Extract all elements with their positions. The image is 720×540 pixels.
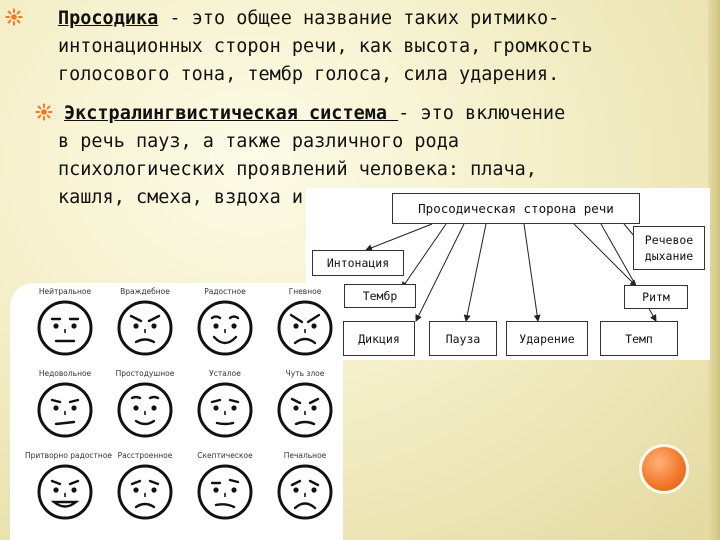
node-label: Речевое xyxy=(644,233,694,247)
face-cell: Печальное xyxy=(265,451,345,521)
bullet-item-extralinguistic: Экстралингвистическая система - это вклю… xyxy=(58,100,698,212)
happy-face-icon xyxy=(197,300,253,356)
face-cell: Недовольное xyxy=(25,369,105,439)
tired-face-icon xyxy=(197,382,253,438)
node-stress: Ударение xyxy=(506,321,588,356)
fake-happy-face-icon xyxy=(37,464,93,520)
line: голосового тона, тембр голоса, сила удар… xyxy=(58,64,560,85)
node-diction: Дикция xyxy=(343,321,415,356)
right-edge-band xyxy=(708,0,720,540)
node-pause: Пауза xyxy=(429,321,497,356)
term-prosody: Просодика xyxy=(58,8,159,29)
orange-circle-decoration xyxy=(642,447,686,491)
neutral-face-icon xyxy=(37,300,93,356)
line: - это включение xyxy=(398,103,566,124)
face-cell: Притворно радостное xyxy=(25,451,113,521)
line: психологических проявлений человека: пла… xyxy=(58,159,537,180)
node-timbre: Тембр xyxy=(344,284,416,308)
node-speech-breathing: Речевое дыхание xyxy=(633,226,705,270)
slightly-angry-face-icon xyxy=(277,382,333,438)
naive-face-icon xyxy=(117,382,173,438)
face-label: Притворно радостное xyxy=(25,451,113,460)
face-label: Враждебное xyxy=(120,287,170,296)
prosody-diagram: Просодическая сторона речи Интонация Реч… xyxy=(306,188,710,360)
face-label: Нейтральное xyxy=(38,287,92,296)
face-label: Чуть злое xyxy=(285,369,325,378)
face-cell: Чуть злое xyxy=(265,369,345,439)
line: - это общее название таких ритмико- xyxy=(158,8,560,29)
term-extralinguistic: Экстралингвистическая система xyxy=(64,103,399,124)
diagram-root-box: Просодическая сторона речи xyxy=(392,193,640,224)
node-intonation: Интонация xyxy=(312,250,404,276)
hostile-face-icon xyxy=(117,300,173,356)
face-label: Усталое xyxy=(209,369,241,378)
face-cell: Радостное xyxy=(185,287,265,357)
skeptical-face-icon xyxy=(197,464,253,520)
face-cell: Гневное xyxy=(265,287,345,357)
upset-face-icon xyxy=(117,464,173,520)
angry-face-icon xyxy=(277,300,333,356)
line: в речь пауз, а также различного рода xyxy=(58,131,459,152)
face-label: Простодушное xyxy=(115,369,175,378)
face-cell: Простодушное xyxy=(105,369,185,439)
node-tempo: Темп xyxy=(600,321,678,356)
node-label: дыхание xyxy=(644,249,694,263)
sun-bullet-icon xyxy=(5,8,23,26)
face-label: Гневное xyxy=(288,287,322,296)
line: интонационных сторон речи, как высота, г… xyxy=(58,36,593,57)
displeased-face-icon xyxy=(37,382,93,438)
node-rhythm: Ритм xyxy=(624,285,688,309)
face-label: Расстроенное xyxy=(117,451,173,460)
face-cell: Враждебное xyxy=(105,287,185,357)
face-label: Печальное xyxy=(283,451,327,460)
face-cell: Расстроенное xyxy=(105,451,185,521)
bullet-item-prosody: Просодика - это общее название таких рит… xyxy=(58,5,698,89)
face-cell: Скептическое xyxy=(185,451,265,521)
line: кашля, смеха, вздоха и т.д. xyxy=(58,187,359,208)
face-label: Радостное xyxy=(204,287,246,296)
face-label: Недовольное xyxy=(38,369,92,378)
face-cell: Нейтральное xyxy=(25,287,105,357)
sun-bullet-icon xyxy=(35,103,53,121)
sad-face-icon xyxy=(277,464,333,520)
face-label: Скептическое xyxy=(197,451,253,460)
face-cell: Усталое xyxy=(185,369,265,439)
